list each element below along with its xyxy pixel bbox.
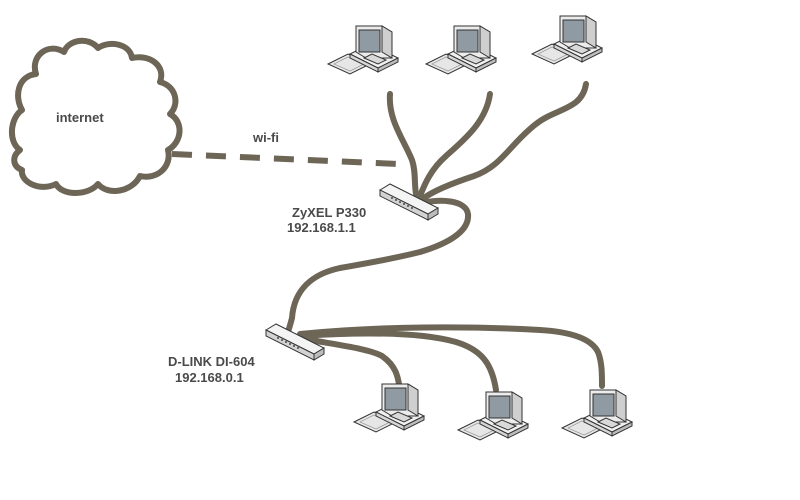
internet-cloud-icon [9, 37, 183, 196]
cable-dlink-pc-2 [297, 330, 499, 393]
computer-icon [531, 15, 603, 65]
computer-icon [327, 25, 399, 75]
cable-dlink-pc-3 [297, 324, 605, 389]
zyxel-ip-label: 192.168.1.1 [287, 220, 356, 235]
computer-icon [353, 383, 425, 433]
zyxel-name-label: ZyXEL P330 [292, 205, 367, 220]
internet-label: internet [56, 110, 104, 125]
cable-zyxel-pc-3 [421, 81, 589, 201]
dlink-ip-label: 192.168.0.1 [175, 370, 244, 385]
cable-zyxel-pc-2 [417, 91, 493, 199]
dlink-name-label: D-LINK DI-604 [168, 354, 255, 369]
cable-dlink-pc-1 [297, 335, 403, 393]
cable-zyxel-dlink [283, 197, 471, 341]
computer-icon [561, 389, 633, 439]
computer-icon [457, 391, 529, 441]
cable-zyxel-pc-1 [386, 91, 419, 197]
wifi-link [171, 151, 399, 167]
wifi-label: wi-fi [253, 130, 279, 145]
computer-icon [425, 25, 497, 75]
